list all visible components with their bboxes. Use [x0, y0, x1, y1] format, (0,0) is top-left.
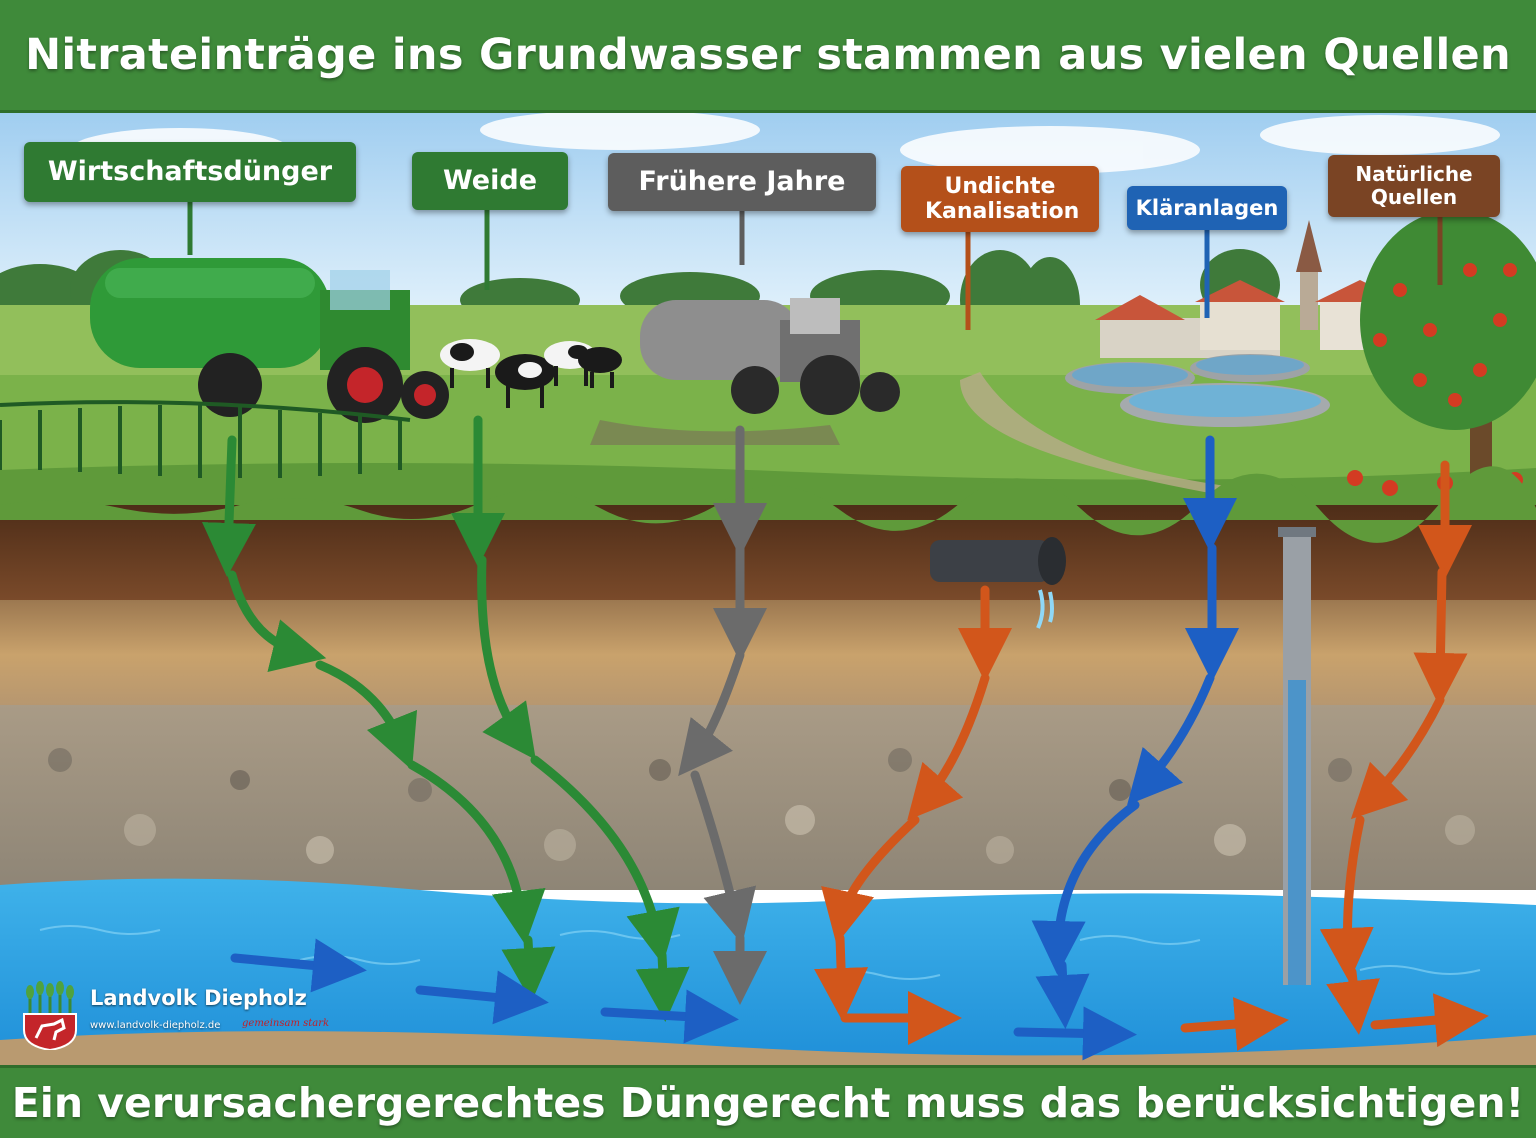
groundwater [0, 878, 1536, 1065]
gravel-stones [48, 748, 1475, 864]
flow-weide [451, 415, 690, 1022]
cows [440, 339, 622, 408]
footer-banner: Ein verursachergerechtes Düngerecht muss… [0, 1065, 1536, 1138]
landvolk-logo[interactable]: Landvolk Diepholz www.landvolk-diepholz.… [20, 980, 340, 1052]
logo-url[interactable]: www.landvolk-diepholz.de [90, 1020, 221, 1031]
flow-klaeranlagen [1013, 435, 1239, 1061]
flow-wirtschaftsduenger [201, 435, 556, 1002]
label-weide: Weide [412, 152, 568, 210]
apple-tree [1347, 210, 1536, 500]
old-tractor [590, 298, 900, 445]
label-fruehere-jahre: Frühere Jahre [608, 153, 876, 211]
label-undichte-kanalisation-text: Undichte Kanalisation [925, 173, 1080, 224]
treatment-basins [1065, 354, 1330, 427]
flow-fruehere-jahre [678, 425, 767, 1005]
label-pointers [187, 202, 1443, 330]
flow-groundwater [230, 938, 739, 1044]
gravel-layer [0, 705, 1536, 890]
header-banner: Nitrateinträge ins Grundwasser stammen a… [0, 0, 1536, 113]
groundwater-well [1278, 527, 1316, 985]
logo-name: Landvolk Diepholz [90, 986, 307, 1010]
label-wirtschaftsduenger: Wirtschaftsdünger [24, 142, 356, 202]
label-natuerliche-quellen-text: Natürliche Quellen [1355, 162, 1473, 209]
page-title: Nitrateinträge ins Grundwasser stammen a… [25, 30, 1511, 80]
leaking-pipe [930, 537, 1066, 629]
flow-kanalisation [814, 585, 1012, 1045]
label-natuerliche-quellen: Natürliche Quellen [1328, 155, 1500, 217]
label-klaeranlagen: Kläranlagen [1127, 186, 1287, 230]
slurry-tractor [0, 258, 449, 478]
logo-tagline: gemeinsam stark [242, 1018, 330, 1029]
flow-natuerliche-quellen [1180, 460, 1489, 1052]
footer-message: Ein verursachergerechtes Düngerecht muss… [11, 1079, 1525, 1127]
wheat-shield-icon [23, 981, 77, 1050]
topsoil-layer [0, 505, 1536, 600]
label-undichte-kanalisation: Undichte Kanalisation [901, 166, 1099, 232]
